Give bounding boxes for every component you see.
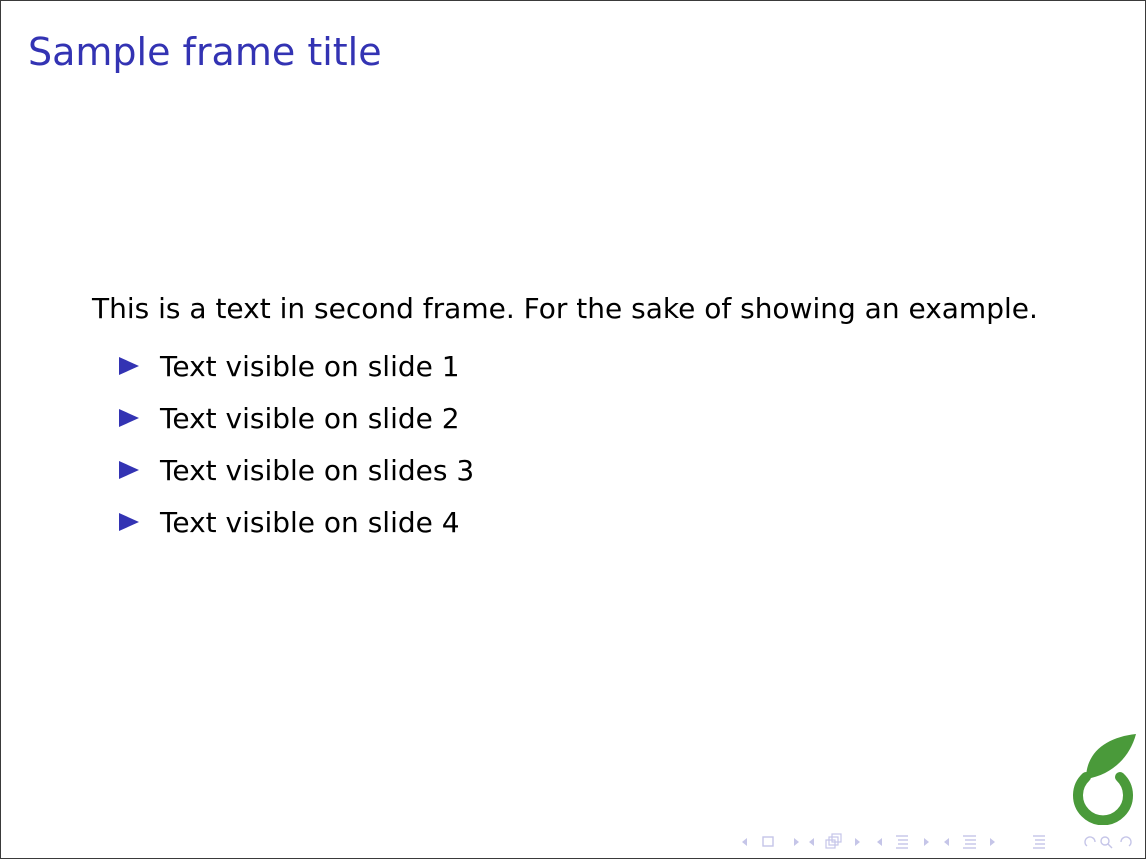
nav-subsection-icon[interactable]	[896, 835, 908, 849]
triangle-right-icon	[119, 513, 139, 531]
body-text: This is a text in second frame. For the …	[92, 292, 1038, 325]
nav-back-icon[interactable]	[1084, 836, 1096, 847]
list-item: Text visible on slides 3	[119, 444, 474, 496]
nav-slide-prev-icon[interactable]	[742, 838, 747, 846]
nav-subsection-prev-icon[interactable]	[877, 838, 882, 846]
nav-forward-icon[interactable]	[1120, 836, 1132, 847]
nav-frame-icon[interactable]	[825, 833, 842, 849]
list-item-text: Text visible on slide 1	[160, 349, 460, 383]
list-item: Text visible on slide 4	[119, 496, 474, 548]
nav-slide-icon[interactable]	[762, 836, 774, 847]
nav-slide-next-icon[interactable]	[794, 838, 799, 846]
nav-search-icon[interactable]	[1100, 836, 1113, 849]
list-item-text: Text visible on slide 2	[160, 401, 460, 435]
nav-subsection-next-icon[interactable]	[924, 838, 929, 846]
nav-toc-icon[interactable]	[1033, 835, 1045, 849]
list-item-text: Text visible on slide 4	[160, 505, 460, 539]
nav-section-next-icon[interactable]	[990, 838, 995, 846]
nav-section-icon[interactable]	[963, 835, 976, 849]
list-item: Text visible on slide 1	[119, 340, 474, 392]
list-item: Text visible on slide 2	[119, 392, 474, 444]
bullet-list: Text visible on slide 1 Text visible on …	[119, 340, 474, 548]
overleaf-logo	[1073, 734, 1136, 825]
nav-section-prev-icon[interactable]	[944, 838, 949, 846]
triangle-right-icon	[119, 461, 139, 479]
list-item-text: Text visible on slides 3	[160, 453, 475, 487]
navigation-bar	[739, 832, 1139, 852]
nav-frame-next-icon[interactable]	[855, 838, 860, 846]
triangle-right-icon	[119, 357, 139, 375]
frame-title: Sample frame title	[28, 30, 382, 74]
triangle-right-icon	[119, 409, 139, 427]
nav-frame-prev-icon[interactable]	[809, 838, 814, 846]
